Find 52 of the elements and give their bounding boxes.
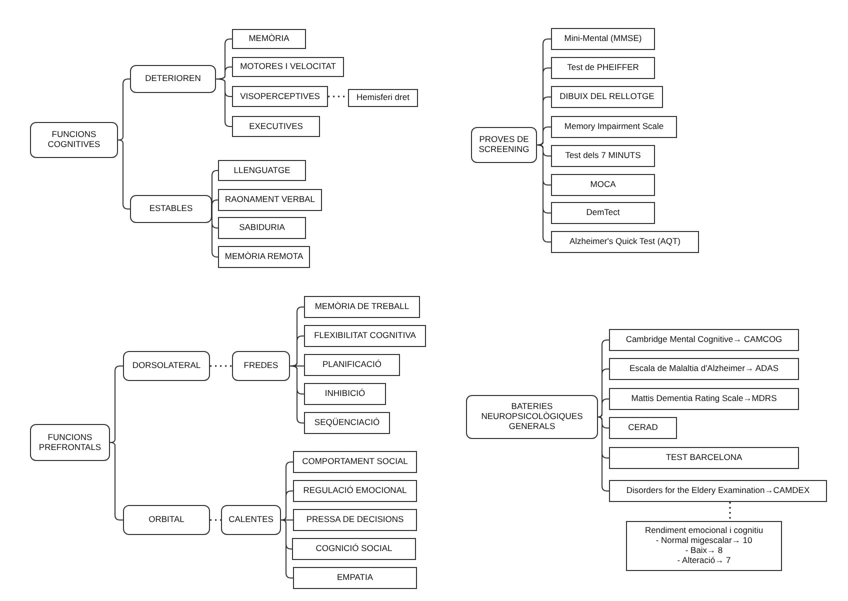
category-box: CALENTES [221, 505, 281, 535]
item-box: SABIDURIA [218, 217, 306, 239]
dotted-connector [210, 519, 221, 521]
item-box: Test dels 7 MINUTS [551, 145, 655, 167]
dotted-connector [729, 502, 731, 521]
item-box: DIBUIX DEL RELLOTGE [551, 86, 663, 108]
category-box: FREDES [232, 351, 290, 381]
item-box: MOTORES I VELOCITAT [232, 57, 344, 77]
item-box: PLANIFICACIÓ [304, 354, 400, 376]
dotted-connector [210, 365, 232, 367]
item-box: FLEXIBILITAT COGNITIVA [304, 325, 426, 347]
item-box: COMPORTAMENT SOCIAL [293, 451, 417, 473]
item-box: Mini-Mental (MMSE) [551, 28, 655, 50]
item-box: CERAD [609, 417, 677, 439]
item-box: EXECUTIVES [232, 116, 320, 137]
item-box: DemTect [551, 202, 655, 224]
category-box: FUNCIONS COGNITIVES [30, 122, 118, 158]
item-box: Memory Impairment Scale [551, 116, 677, 138]
item-box: Cambridge Mental Cognitive→ CAMCOG [609, 329, 799, 351]
item-box: MEMÒRIA DE TREBALL [304, 296, 420, 318]
item-box: Test de PHEIFFER [551, 57, 655, 79]
item-box: LLENGUATGE [218, 160, 306, 181]
item-box: Disorders for the Eldery Examination→CAMDEX [609, 480, 827, 502]
item-box: MOCA [551, 174, 655, 196]
category-box: ORBITAL [123, 505, 210, 535]
item-box: COGNICIÓ SOCIAL [292, 538, 416, 560]
bracket-connector [598, 398, 610, 418]
item-box: SEQÜENCIACIÓ [304, 412, 390, 434]
item-box: Alzheimer's Quick Test (AQT) [551, 231, 699, 253]
item-box: Rendiment emocional i cognitiu - Normal migescalar→ 10 - Baix→ 8 - Alteració→ 7 [626, 521, 782, 571]
item-box: MEMÒRIA [232, 29, 306, 49]
category-box: DETERIOREN [130, 65, 216, 93]
bracket-connector [536, 144, 552, 242]
item-box: INHIBICIÓ [304, 383, 386, 405]
category-box: BATERIES NEUROPSICOLÒGIQUES GENERALS [466, 395, 598, 439]
item-box: RAONAMENT VERBAL [218, 189, 322, 211]
bracket-connector [110, 366, 124, 443]
item-box: Escala de Malaltia d'Alzheimer→ ADAS [609, 358, 799, 380]
category-box: ESTABLES [130, 195, 212, 223]
item-box: VISOPERCEPTIVES [232, 86, 328, 107]
item-box: TEST BARCELONA [609, 447, 799, 469]
item-box: EMPATIA [293, 567, 417, 589]
category-box: PROVES DE SCREENING [471, 127, 537, 163]
bracket-connector [280, 490, 294, 520]
item-box: REGULACIÓ EMOCIONAL [293, 480, 417, 502]
category-box: FUNCIONS PREFRONTALS [30, 424, 110, 461]
item-box: MEMÒRIA REMOTA [218, 246, 310, 268]
bracket-connector [110, 442, 124, 520]
item-box: Hemisferi dret [348, 89, 418, 107]
category-box: DORSOLATERAL [123, 351, 210, 381]
item-box: Mattis Dementia Rating Scale→MDRS [609, 388, 799, 410]
item-box: PRESSA DE DECISIONS [293, 509, 417, 531]
